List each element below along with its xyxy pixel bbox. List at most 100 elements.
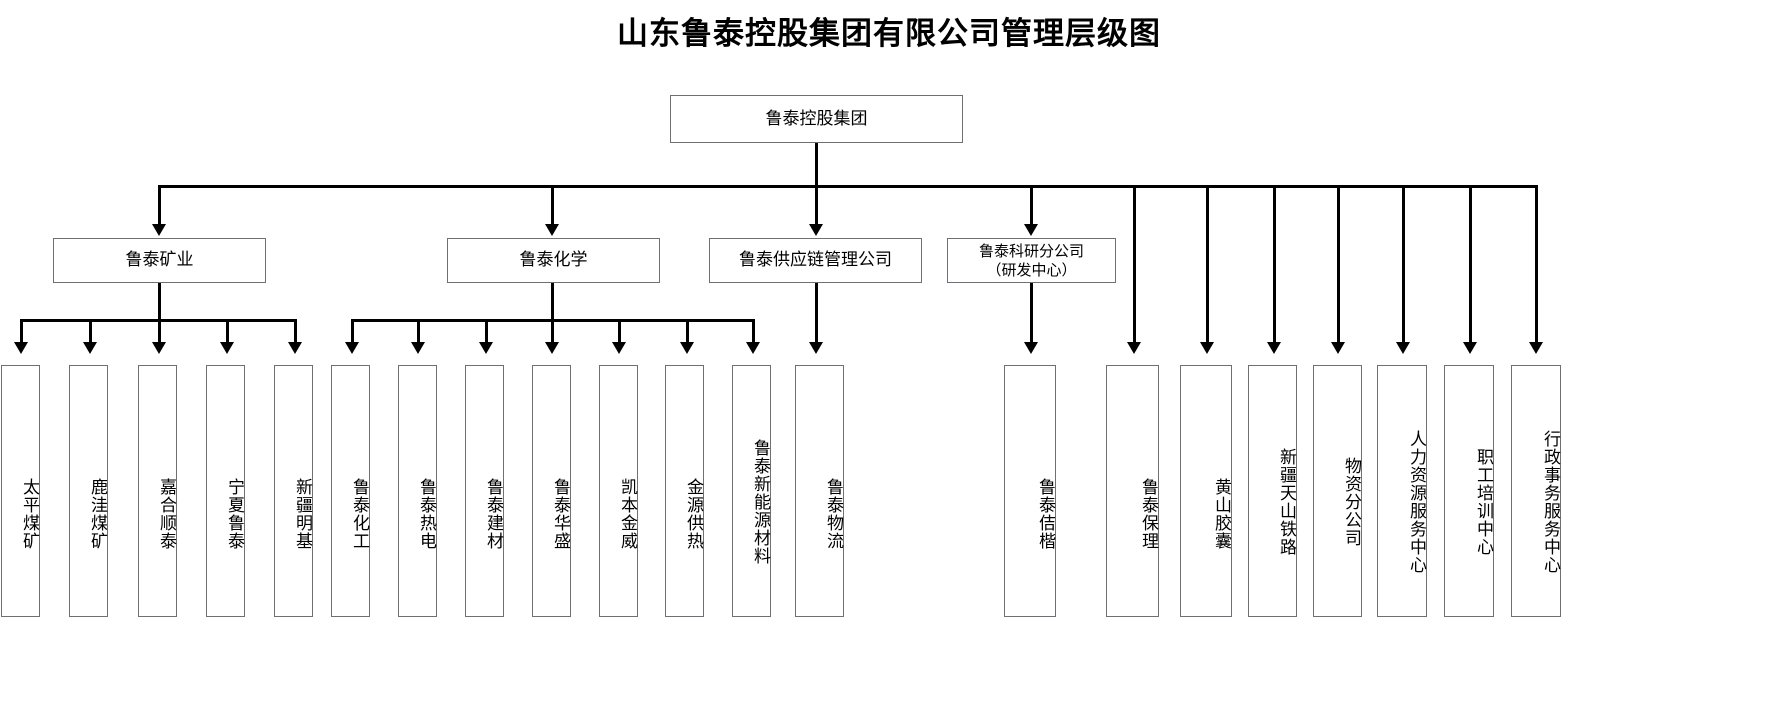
arrow-mining-child-1: [83, 342, 97, 354]
leaf-lutai-thermal-power-label: 鲁泰热电: [416, 478, 436, 550]
node-mining[interactable]: 鲁泰矿业: [53, 238, 266, 283]
arrow-direct-2: [1267, 342, 1281, 354]
leaf-jinyuan-heating[interactable]: 金源供热: [665, 365, 704, 617]
connector-chemical-child-5: [686, 319, 689, 343]
leaf-lutai-baoli-label: 鲁泰保理: [1138, 478, 1158, 550]
arrow-direct-1: [1200, 342, 1214, 354]
node-supplychain[interactable]: 鲁泰供应链管理公司: [709, 238, 922, 283]
leaf-lutai-huasheng-label: 鲁泰华盛: [550, 478, 570, 550]
leaf-materials-branch[interactable]: 物资分公司: [1313, 365, 1362, 617]
arrow-chemical-child-3: [545, 342, 559, 354]
arrow-direct-0: [1127, 342, 1141, 354]
leaf-kaiben-jinwei[interactable]: 凯本金威: [599, 365, 638, 617]
leaf-lutai-building-materials-label: 鲁泰建材: [483, 478, 503, 550]
leaf-lutai-logistics[interactable]: 鲁泰物流: [795, 365, 844, 617]
arrow-mining: [152, 224, 166, 236]
node-chemical[interactable]: 鲁泰化学: [447, 238, 660, 283]
leaf-lutai-baoli[interactable]: 鲁泰保理: [1106, 365, 1159, 617]
page-title: 山东鲁泰控股集团有限公司管理层级图: [617, 16, 1161, 52]
arrow-direct-3: [1331, 342, 1345, 354]
connector-chemical-child-6: [752, 319, 755, 343]
arrow-mining-child-3: [220, 342, 234, 354]
connector-mining-child-2: [158, 319, 161, 343]
leaf-luwa-coal[interactable]: 鹿洼煤矿: [69, 365, 108, 617]
leaf-xinjiang-mingji[interactable]: 新疆明基: [274, 365, 313, 617]
connector-root-down: [815, 143, 818, 185]
leaf-materials-branch-label: 物资分公司: [1341, 457, 1361, 547]
arrow-supplychain: [809, 224, 823, 236]
connector-supplychain-down: [815, 283, 818, 343]
connector-drop-research: [1030, 185, 1033, 225]
node-chemical-label: 鲁泰化学: [519, 250, 588, 271]
connector-chemical-child-2: [485, 319, 488, 343]
arrow-chemical-child-6: [746, 342, 760, 354]
leaf-lutai-chemical-industry[interactable]: 鲁泰化工: [331, 365, 370, 617]
leaf-huangshan-capsule[interactable]: 黄山胶囊: [1180, 365, 1232, 617]
leaf-xinjiang-tianshan-railway-label: 新疆天山铁路: [1276, 448, 1296, 556]
leaf-kaiben-jinwei-label: 凯本金威: [617, 478, 637, 550]
leaf-staff-training-center-label: 职工培训中心: [1473, 448, 1493, 556]
leaf-lutai-jiekai[interactable]: 鲁泰佶楷: [1004, 365, 1056, 617]
arrow-mining-child-0: [14, 342, 28, 354]
arrow-mining-child-4: [288, 342, 302, 354]
connector-mining-child-1: [89, 319, 92, 343]
leaf-jinyuan-heating-label: 金源供热: [683, 478, 703, 550]
connector-drop-mining: [158, 185, 161, 225]
node-research-label-line1: 鲁泰科研分公司: [978, 241, 1084, 260]
connector-drop-direct-3: [1337, 185, 1340, 343]
connector-chemical-child-1: [417, 319, 420, 343]
leaf-lutai-huasheng[interactable]: 鲁泰华盛: [532, 365, 571, 617]
connector-drop-direct-1: [1206, 185, 1209, 343]
connector-chemical-child-4: [618, 319, 621, 343]
connector-drop-chemical: [551, 185, 554, 225]
leaf-admin-affairs-service-center[interactable]: 行政事务服务中心: [1511, 365, 1561, 617]
leaf-hr-service-center[interactable]: 人力资源服务中心: [1377, 365, 1427, 617]
arrow-chemical-child-4: [612, 342, 626, 354]
leaf-ningxia-lutai[interactable]: 宁夏鲁泰: [206, 365, 245, 617]
node-research[interactable]: 鲁泰科研分公司 （研发中心）: [947, 238, 1116, 283]
arrow-direct-4: [1396, 342, 1410, 354]
connector-mining-child-4: [294, 319, 297, 343]
leaf-taiping-coal[interactable]: 太平煤矿: [1, 365, 40, 617]
connector-drop-supplychain: [815, 185, 818, 225]
connector-research-down: [1030, 283, 1033, 343]
arrow-chemical-child-2: [479, 342, 493, 354]
leaf-huangshan-capsule-label: 黄山胶囊: [1211, 478, 1231, 550]
node-root[interactable]: 鲁泰控股集团: [670, 95, 963, 143]
connector-drop-direct-4: [1402, 185, 1405, 343]
arrow-mining-child-2: [152, 342, 166, 354]
node-supplychain-label: 鲁泰供应链管理公司: [739, 250, 892, 271]
arrow-chemical-child-5: [680, 342, 694, 354]
leaf-xinjiang-tianshan-railway[interactable]: 新疆天山铁路: [1248, 365, 1297, 617]
connector-chemical-child-3: [551, 319, 554, 343]
node-research-label-line2: （研发中心）: [986, 260, 1077, 279]
node-root-label: 鲁泰控股集团: [765, 108, 868, 129]
arrow-chemical-child-0: [345, 342, 359, 354]
leaf-lutai-building-materials[interactable]: 鲁泰建材: [465, 365, 504, 617]
leaf-xinjiang-mingji-label: 新疆明基: [292, 478, 312, 550]
leaf-jiaheshuntai-label: 嘉合顺泰: [156, 478, 176, 550]
connector-drop-direct-6: [1535, 185, 1538, 343]
leaf-lutai-new-energy-materials-label: 鲁泰新能源材料: [750, 439, 770, 565]
leaf-hr-service-center-label: 人力资源服务中心: [1406, 430, 1426, 574]
arrow-research-child-0: [1024, 342, 1038, 354]
leaf-lutai-logistics-label: 鲁泰物流: [823, 478, 843, 550]
leaf-lutai-new-energy-materials[interactable]: 鲁泰新能源材料: [732, 365, 771, 617]
connector-level2-bus: [158, 185, 1537, 188]
leaf-admin-affairs-service-center-label: 行政事务服务中心: [1540, 430, 1560, 574]
connector-mining-down: [158, 283, 161, 319]
leaf-jiaheshuntai[interactable]: 嘉合顺泰: [138, 365, 177, 617]
leaf-staff-training-center[interactable]: 职工培训中心: [1444, 365, 1494, 617]
connector-mining-child-0: [20, 319, 23, 343]
node-mining-label: 鲁泰矿业: [125, 250, 194, 271]
arrow-chemical-child-1: [411, 342, 425, 354]
connector-mining-child-3: [226, 319, 229, 343]
leaf-luwa-coal-label: 鹿洼煤矿: [87, 478, 107, 550]
connector-chemical-down: [551, 283, 554, 319]
leaf-lutai-thermal-power[interactable]: 鲁泰热电: [398, 365, 437, 617]
connector-drop-direct-5: [1469, 185, 1472, 343]
arrow-chemical: [545, 224, 559, 236]
arrow-research: [1024, 224, 1038, 236]
leaf-taiping-coal-label: 太平煤矿: [19, 478, 39, 550]
